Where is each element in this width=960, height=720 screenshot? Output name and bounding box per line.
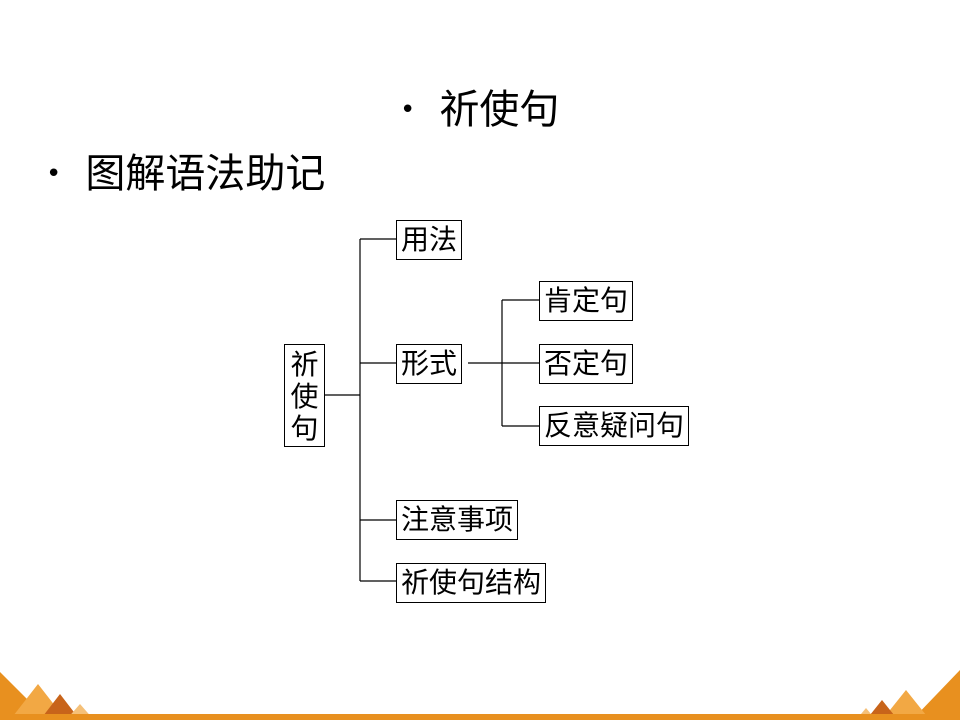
node-question: 反意疑问句 [539,406,690,446]
slide-subtitle-bullet: • 图解语法助记 [46,150,325,198]
root-node: 祈 使 句 [284,344,325,447]
slide-subtitle: 图解语法助记 [85,151,326,197]
bullet-icon: • [46,159,62,189]
node-affirmative: 肯定句 [539,281,634,321]
footer-bar [0,714,960,720]
root-char-2: 使 [290,380,319,413]
slide-title-bullet: • 祈使句 [400,86,559,134]
node-form: 形式 [396,344,463,384]
node-structure: 祈使句结构 [396,563,547,603]
node-notes: 注意事项 [396,500,519,540]
left-corner-triangles [0,672,94,720]
bullet-icon: • [400,95,416,125]
node-usage: 用法 [396,220,463,260]
slide-title: 祈使句 [439,87,560,133]
right-corner-triangles [856,670,960,720]
root-char-3: 句 [290,412,319,445]
root-char-1: 祈 [290,348,319,381]
node-negative: 否定句 [539,344,634,384]
